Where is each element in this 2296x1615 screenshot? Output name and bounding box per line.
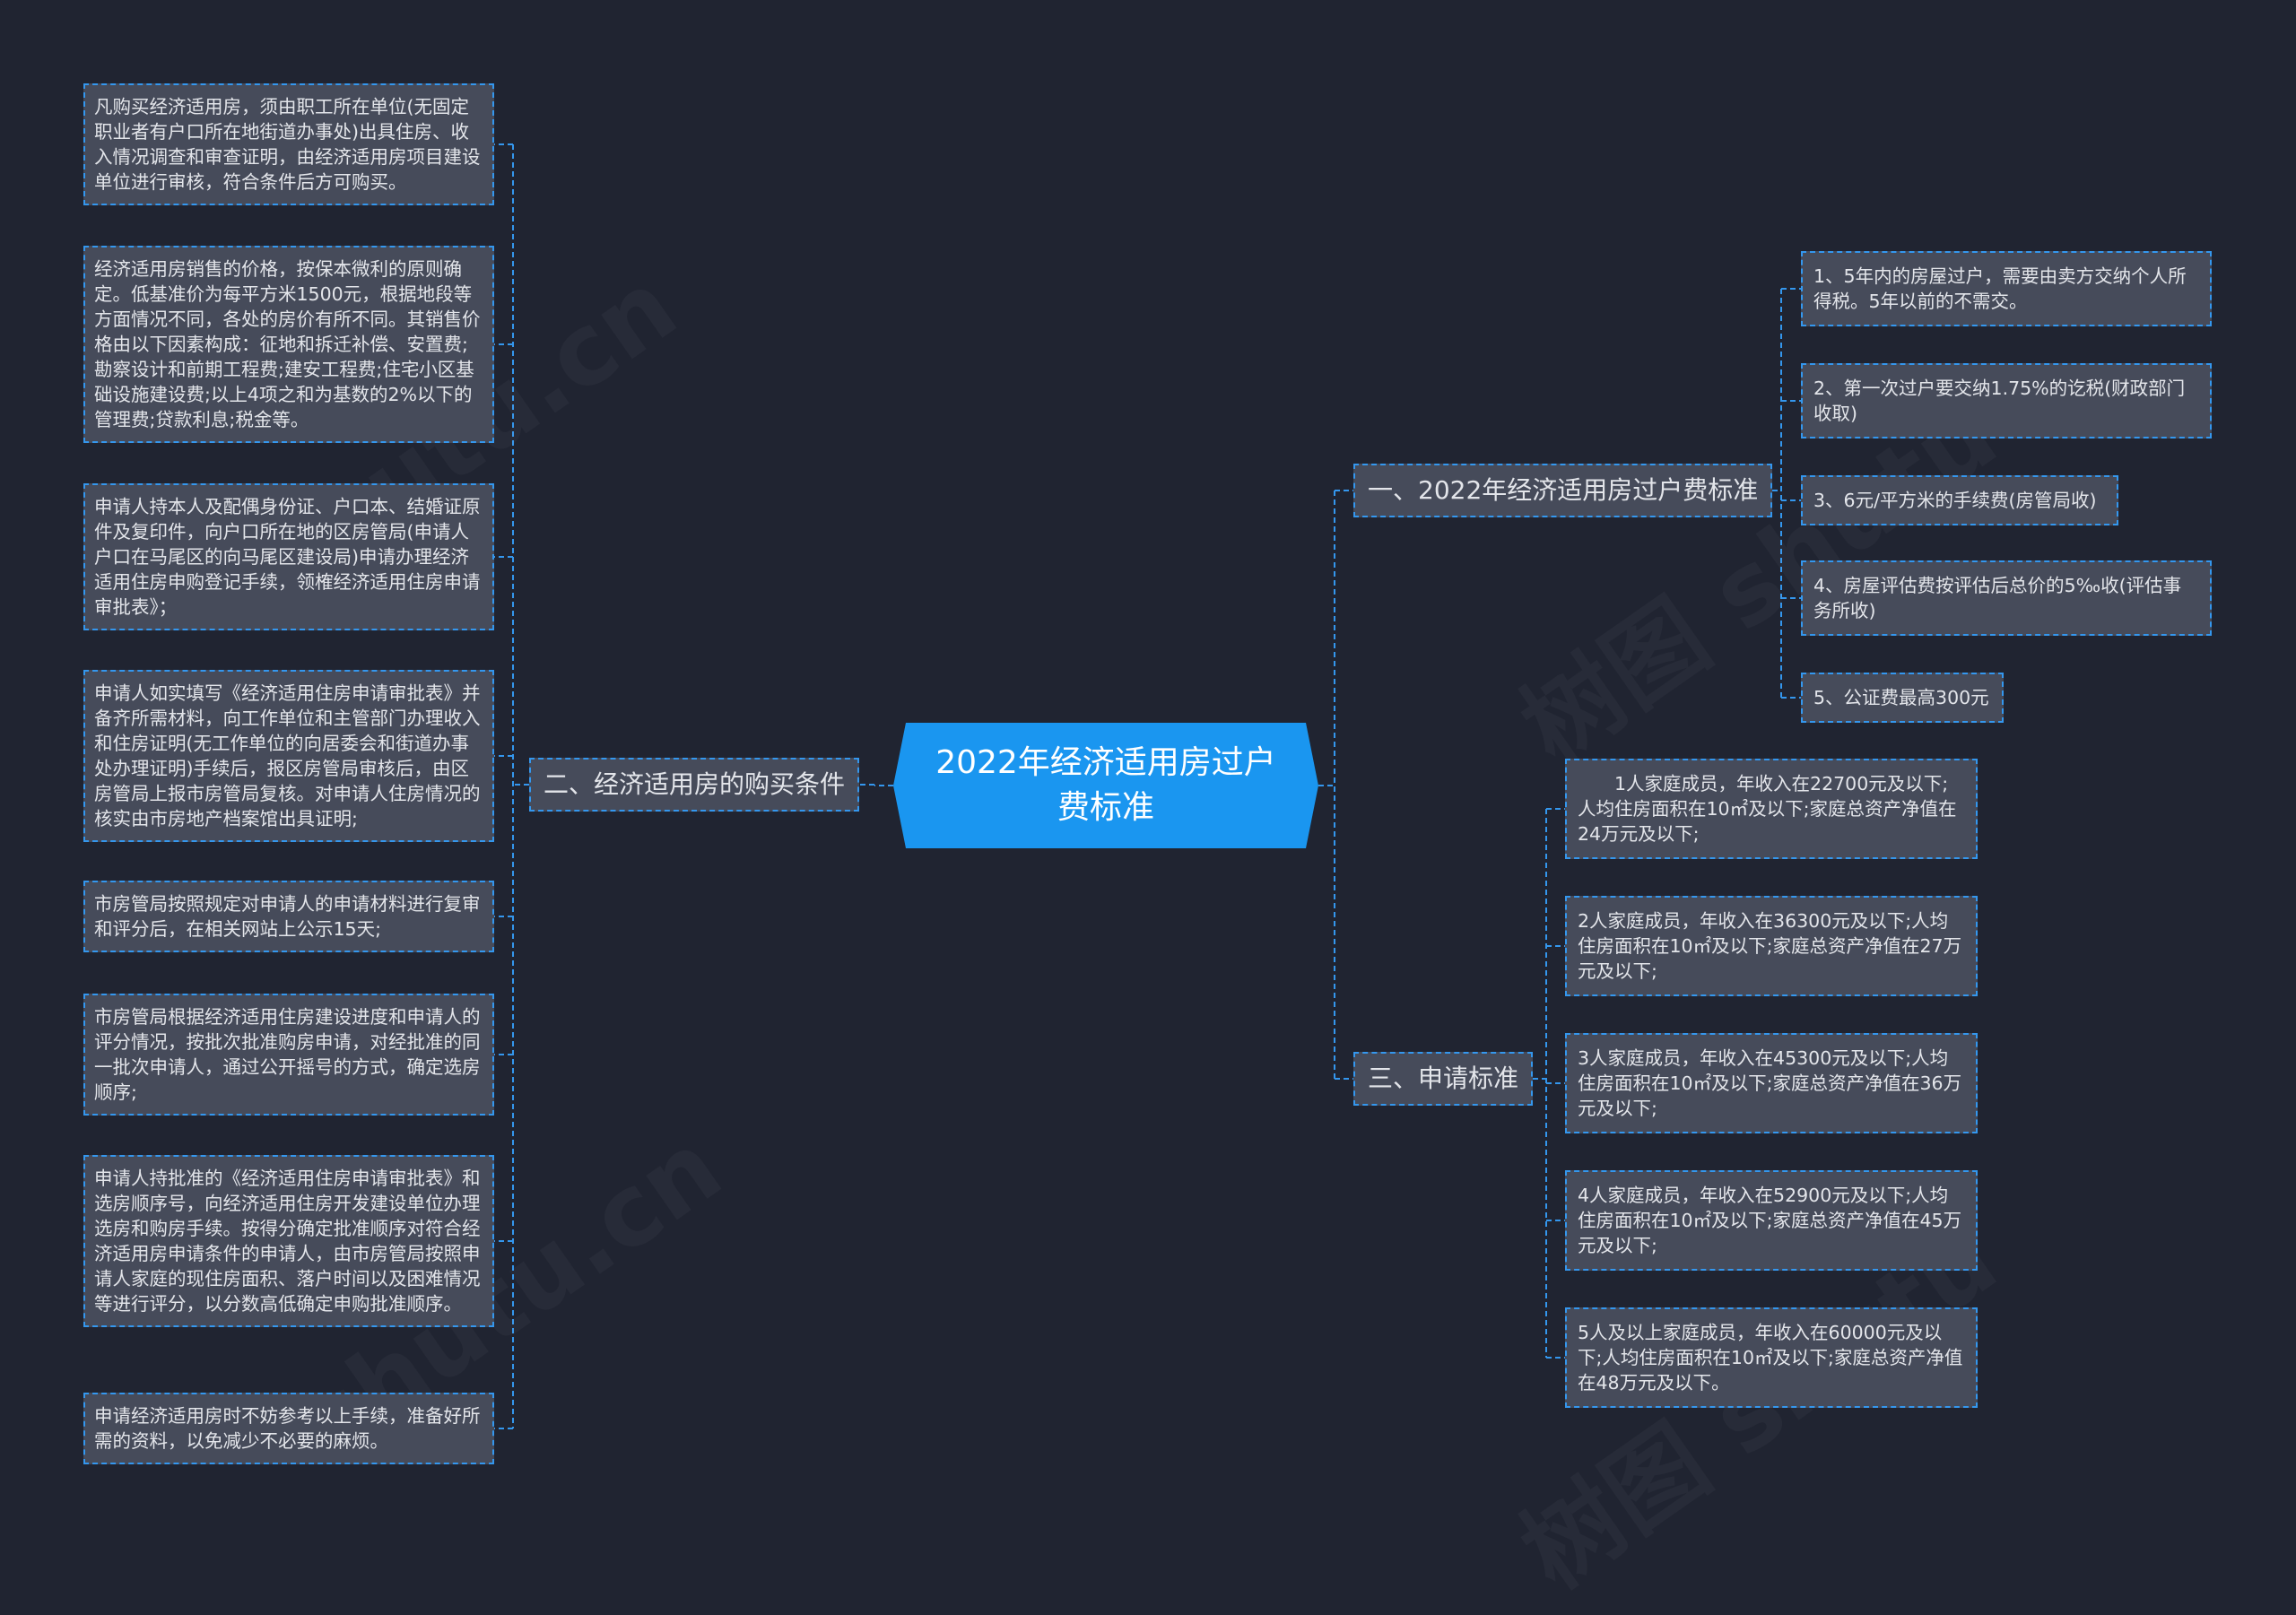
branch-fee-standards-label: 一、2022年经济适用房过户费标准 [1368, 475, 1759, 505]
fee-item[interactable]: 3、6元/平方米的手续费(房管局收) [1801, 475, 2118, 525]
branch-application-criteria[interactable]: 三、申请标准 [1353, 1052, 1534, 1106]
fee-item[interactable]: 4、房屋评估费按评估后总价的5‰收(评估事务所收) [1801, 560, 2212, 636]
root-topic-title: 2022年经济适用房过户费标准 [935, 744, 1276, 826]
criteria-item[interactable]: 3人家庭成员，年收入在45300元及以下;人均住房面积在10㎡及以下;家庭总资产… [1565, 1033, 1978, 1133]
criteria-item[interactable]: 4人家庭成员，年收入在52900元及以下;人均住房面积在10㎡及以下;家庭总资产… [1565, 1170, 1978, 1271]
condition-item[interactable]: 申请经济适用房时不妨参考以上手续，准备好所需的资料，以免减少不必要的麻烦。 [83, 1393, 494, 1464]
criteria-item[interactable]: 1人家庭成员，年收入在22700元及以下;人均住房面积在10㎡及以下;家庭总资产… [1565, 759, 1978, 859]
criteria-item[interactable]: 5人及以上家庭成员，年收入在60000元及以下;人均住房面积在10㎡及以下;家庭… [1565, 1307, 1978, 1408]
condition-item[interactable]: 申请人如实填写《经济适用住房申请审批表》并备齐所需材料，向工作单位和主管部门办理… [83, 670, 494, 842]
condition-item[interactable]: 申请人持本人及配偶身份证、户口本、结婚证原件及复印件，向户口所在地的区房管局(申… [83, 483, 494, 630]
condition-item[interactable]: 市房管局按照规定对申请人的申请材料进行复审和评分后，在相关网站上公示15天; [83, 881, 494, 952]
fee-item[interactable]: 1、5年内的房屋过户，需要由卖方交纳个人所得税。5年以前的不需交。 [1801, 251, 2212, 326]
branch-purchase-conditions-label: 二、经济适用房的购买条件 [544, 769, 846, 799]
branch-purchase-conditions[interactable]: 二、经济适用房的购买条件 [529, 758, 860, 812]
condition-item[interactable]: 凡购买经济适用房，须由职工所在单位(无固定职业者有户口所在地街道办事处)出具住房… [83, 83, 494, 205]
condition-item[interactable]: 经济适用房销售的价格，按保本微利的原则确定。低基准价为每平方米1500元，根据地… [83, 246, 494, 443]
branch-application-criteria-label: 三、申请标准 [1368, 1064, 1519, 1093]
connector-lines [494, 143, 1801, 1429]
fee-item[interactable]: 5、公证费最高300元 [1801, 673, 2004, 723]
condition-item[interactable]: 申请人持批准的《经济适用住房申请审批表》和选房顺序号，向经济适用住房开发建设单位… [83, 1155, 494, 1327]
root-topic[interactable]: 2022年经济适用房过户费标准 [893, 723, 1318, 848]
branch-fee-standards[interactable]: 一、2022年经济适用房过户费标准 [1353, 464, 1773, 517]
criteria-item[interactable]: 2人家庭成员，年收入在36300元及以下;人均住房面积在10㎡及以下;家庭总资产… [1565, 896, 1978, 996]
condition-item[interactable]: 市房管局根据经济适用住房建设进度和申请人的评分情况，按批次批准购房申请，对经批准… [83, 994, 494, 1116]
fee-item[interactable]: 2、第一次过户要交纳1.75%的讫税(财政部门收取) [1801, 363, 2212, 438]
mind-map-canvas: shutu.cn shutu.cn 树图 shutu 树图 shutu 2022… [83, 83, 2212, 1464]
